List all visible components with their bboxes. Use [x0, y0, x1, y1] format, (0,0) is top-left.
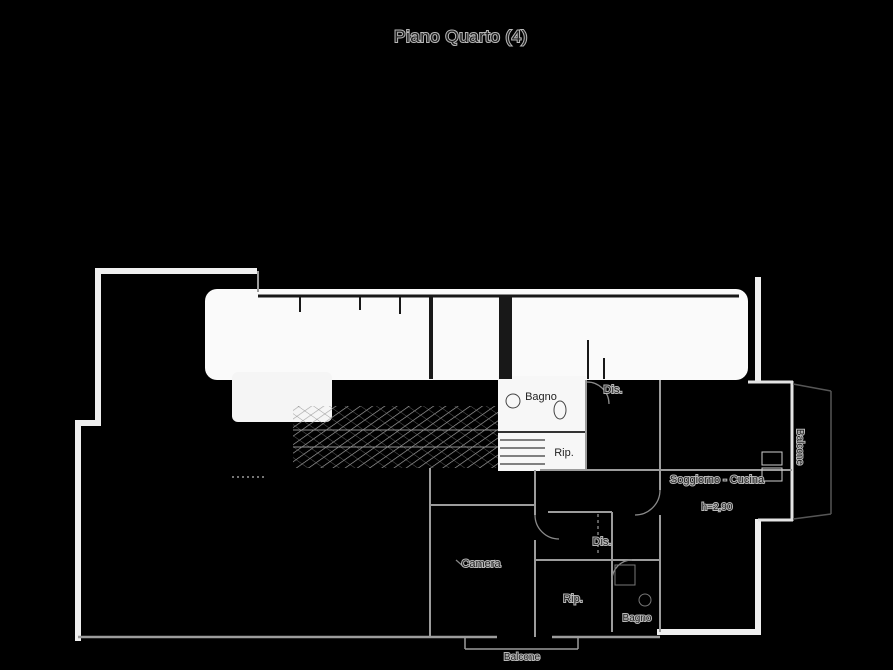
shower-icon	[614, 564, 636, 586]
room-label-soggiorno-cucina: Soggiorno - Cucina	[670, 474, 765, 486]
room-label-dis-mid: Dis.	[593, 536, 612, 548]
page-title: Piano Quarto (4)	[394, 27, 528, 46]
room-label-balcone-bottom: Balcone	[504, 652, 541, 663]
room-height-note: h=2,90	[702, 502, 733, 513]
balcony-walls	[748, 380, 794, 522]
room-labels: Bagno Dis. Rip. Balcone Soggiorno - Cuci…	[460, 383, 806, 664]
toilet-icon	[553, 400, 567, 420]
door-arcs	[534, 381, 661, 581]
room-label-dis-top: Dis.	[604, 384, 623, 396]
room-label-rip-top: Rip.	[554, 447, 574, 459]
balcony-outer-edge	[792, 383, 832, 520]
room-label-bagno-top: Bagno	[525, 391, 557, 403]
interior-walls	[78, 271, 792, 650]
room-label-bagno-bottom: Bagno	[623, 613, 652, 624]
washbasin-icon	[638, 593, 652, 607]
white-plan-regions	[205, 289, 748, 471]
room-label-camera: Camera	[461, 558, 501, 570]
kitchen-counter-icon	[761, 467, 783, 482]
outer-walls	[75, 268, 761, 641]
kitchen-counter-icon	[761, 451, 783, 466]
sink-icon	[505, 393, 521, 409]
room-label-balcone-right: Balcone	[794, 429, 805, 466]
stair-hatch	[293, 406, 545, 468]
fixtures	[505, 393, 783, 607]
inner-dark-walls	[258, 294, 739, 433]
room-label-rip-bottom: Rip.	[563, 593, 583, 605]
